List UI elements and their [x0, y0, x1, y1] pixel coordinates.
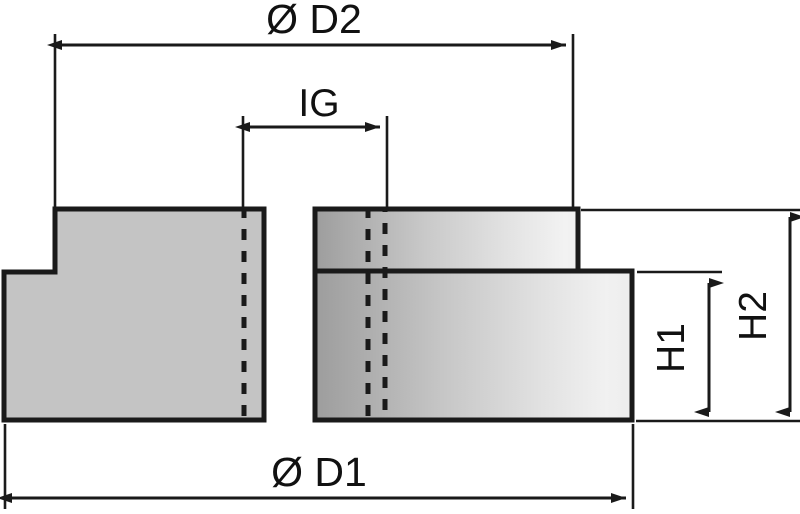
- right-lower-body: [312, 268, 635, 423]
- dim-label-d1: Ø D1: [271, 449, 367, 495]
- right-upper-flange: [312, 206, 581, 275]
- part-body-group: [1, 206, 635, 423]
- dim-label-h1: H1: [650, 323, 693, 373]
- left-stepped-body: [1, 206, 267, 423]
- dim-label-d2: Ø D2: [266, 0, 362, 42]
- dim-label-ig: IG: [298, 82, 339, 125]
- dimension-labels-group: Ø D2 IG H1 H2 Ø D1: [266, 0, 775, 495]
- dim-label-h2: H2: [732, 291, 775, 341]
- dimension-lines-group: [0, 40, 800, 503]
- extension-lines-group: [3, 34, 800, 509]
